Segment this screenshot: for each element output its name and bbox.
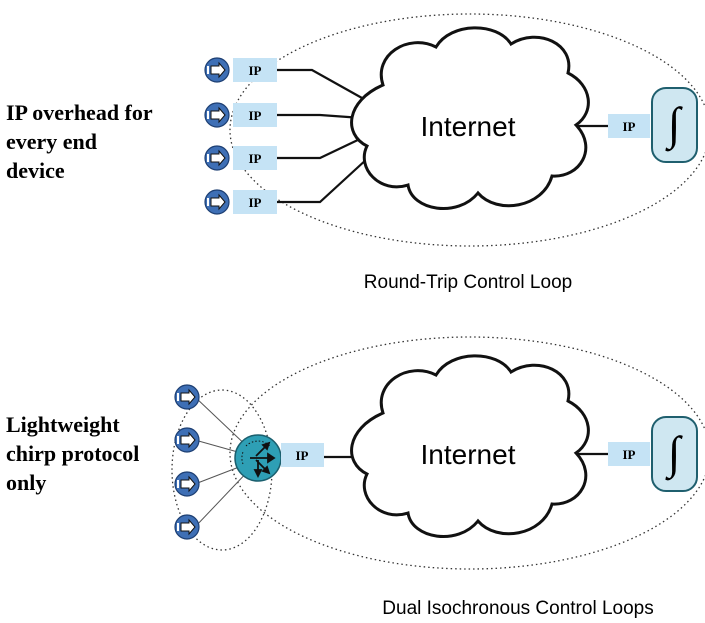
bottom-cloud-label: Internet xyxy=(421,439,516,470)
bottom-controller: ∫ xyxy=(651,416,698,492)
top-device-3 xyxy=(204,145,230,171)
bottom-device-4 xyxy=(174,514,200,540)
top-panel: Internet IP IP IP xyxy=(204,13,705,293)
bottom-controller-symbol: ∫ xyxy=(665,427,683,481)
top-controller: ∫ xyxy=(651,87,698,163)
bottom-device-2 xyxy=(174,427,200,453)
top-ip-label-1: IP xyxy=(249,63,262,78)
bottom-panel: Internet xyxy=(171,336,705,619)
top-ip-label-2: IP xyxy=(249,108,262,123)
integrator-icon xyxy=(651,87,698,163)
bottom-side-label: Lightweight chirp protocol only xyxy=(6,412,140,495)
bottom-internet-cloud: Internet xyxy=(350,354,590,538)
top-ip-label-3: IP xyxy=(249,151,262,166)
propagator-hub xyxy=(234,434,282,482)
bottom-control-loop-boundary xyxy=(229,336,705,570)
bottom-hub-ip-box: IP xyxy=(281,443,324,467)
top-wire-4 xyxy=(277,157,369,204)
bottom-hub-ip-label: IP xyxy=(296,448,309,463)
top-wire-1 xyxy=(277,68,363,99)
top-ip-box-2: IP xyxy=(233,103,277,127)
top-side-label: IP overhead for every end device xyxy=(6,100,153,183)
top-internet-cloud: Internet xyxy=(350,26,590,210)
top-controller-ip-box: IP xyxy=(608,114,650,138)
top-ip-label-4: IP xyxy=(249,195,262,210)
top-controller-symbol: ∫ xyxy=(665,98,683,152)
top-ip-box-3: IP xyxy=(233,146,277,170)
top-device-1 xyxy=(204,57,230,83)
bottom-controller-ip-label: IP xyxy=(623,447,636,462)
top-ip-box-4: IP xyxy=(233,190,277,214)
bottom-controller-ip-box: IP xyxy=(608,442,650,466)
top-controller-ip-label: IP xyxy=(623,119,636,134)
top-wire-3 xyxy=(277,137,363,160)
bottom-device-1 xyxy=(174,384,200,410)
bottom-wire-4 xyxy=(194,466,253,528)
top-wire-2 xyxy=(277,113,363,120)
top-cloud-label: Internet xyxy=(421,111,516,142)
top-control-loop-boundary xyxy=(229,13,705,247)
bottom-caption: Dual Isochronous Control Loops xyxy=(382,598,653,619)
top-caption: Round-Trip Control Loop xyxy=(364,272,572,293)
bottom-device-3 xyxy=(174,471,200,497)
top-wires xyxy=(277,68,608,204)
top-device-4 xyxy=(204,189,230,215)
top-device-2 xyxy=(204,102,230,128)
top-ip-box-1: IP xyxy=(233,58,277,82)
integrator-icon xyxy=(651,416,698,492)
